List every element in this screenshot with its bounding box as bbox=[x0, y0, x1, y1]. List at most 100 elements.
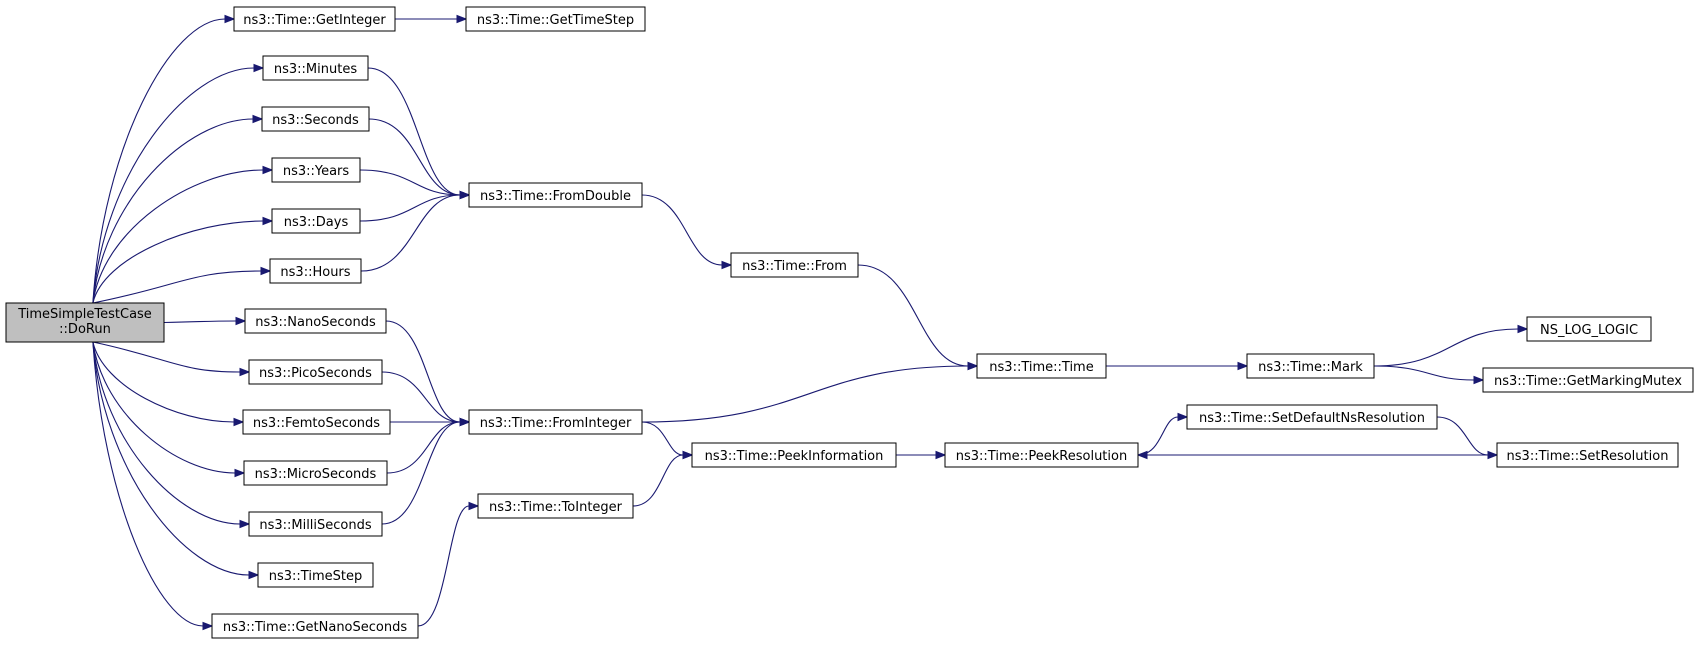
node-peekinformation[interactable]: ns3::Time::PeekInformation bbox=[691, 442, 897, 468]
arrowhead bbox=[459, 417, 471, 427]
node-picoseconds[interactable]: ns3::PicoSeconds bbox=[248, 359, 383, 385]
node-box bbox=[1482, 367, 1694, 393]
node-tointeger[interactable]: ns3::Time::ToInteger bbox=[477, 493, 634, 519]
node-box bbox=[468, 182, 643, 208]
edge-root-to-nanoseconds bbox=[163, 316, 247, 326]
node-gettimestep[interactable]: ns3::Time::GetTimeStep bbox=[465, 6, 646, 32]
node-box bbox=[271, 208, 361, 234]
edge-root-to-getnanoseconds bbox=[92, 341, 214, 631]
node-box bbox=[269, 258, 362, 284]
node-years[interactable]: ns3::Years bbox=[271, 157, 361, 183]
edge-seconds-to-fromdouble bbox=[368, 118, 471, 200]
node-label: ns3::Time::PeekResolution bbox=[956, 449, 1127, 464]
node-label: ns3::Seconds bbox=[272, 113, 359, 128]
arrowhead bbox=[252, 114, 264, 124]
node-label: NS_LOG_LOGIC bbox=[1540, 323, 1638, 338]
node-label: ns3::Time::SetDefaultNsResolution bbox=[1199, 411, 1425, 426]
node-femtoseconds[interactable]: ns3::FemtoSeconds bbox=[242, 409, 391, 435]
node-label: ns3::Time::PeekInformation bbox=[705, 449, 884, 464]
edge-peekresolution-to-setdefaultns bbox=[1137, 412, 1189, 456]
arrowhead bbox=[253, 63, 265, 73]
edge-getnanoseconds-to-tointeger bbox=[417, 501, 480, 627]
node-label: ns3::MicroSeconds bbox=[255, 467, 377, 482]
edge-setdefaultns-to-setresolution bbox=[1436, 416, 1499, 460]
arrowhead bbox=[468, 501, 480, 511]
call-edges bbox=[92, 14, 1529, 631]
arrowhead bbox=[239, 519, 251, 529]
arrowhead bbox=[721, 260, 733, 270]
node-label: ns3::Time::Mark bbox=[1258, 360, 1363, 375]
node-box bbox=[468, 409, 643, 435]
arrowhead bbox=[235, 316, 247, 326]
node-box bbox=[477, 493, 634, 519]
node-peekresolution[interactable]: ns3::Time::PeekResolution bbox=[944, 442, 1139, 468]
node-label: ns3::Time::GetInteger bbox=[243, 13, 386, 28]
node-label: ns3::Years bbox=[283, 164, 350, 179]
node-box bbox=[976, 353, 1107, 379]
edge-nanoseconds-to-frominteger bbox=[385, 320, 471, 427]
arrowhead bbox=[459, 190, 471, 200]
node-label: ns3::Days bbox=[284, 215, 349, 230]
node-getnanoseconds[interactable]: ns3::Time::GetNanoSeconds bbox=[211, 613, 419, 639]
node-label: ns3::TimeStep bbox=[269, 569, 362, 584]
edge-picoseconds-to-frominteger bbox=[381, 371, 471, 427]
edge-root-to-femtoseconds bbox=[92, 341, 245, 427]
node-timestep[interactable]: ns3::TimeStep bbox=[257, 562, 374, 588]
node-hours[interactable]: ns3::Hours bbox=[269, 258, 362, 284]
edge-fromdouble-to-from bbox=[641, 194, 733, 270]
edge-root-to-milliseconds bbox=[92, 341, 251, 529]
node-box bbox=[242, 409, 391, 435]
edge-time-to-mark bbox=[1106, 361, 1249, 371]
arrowhead bbox=[1177, 412, 1189, 422]
node-label: ns3::Time::SetResolution bbox=[1507, 449, 1669, 464]
node-label: ns3::Time::FromDouble bbox=[480, 189, 631, 204]
node-microseconds[interactable]: ns3::MicroSeconds bbox=[243, 460, 388, 486]
node-minutes[interactable]: ns3::Minutes bbox=[262, 55, 369, 81]
node-from[interactable]: ns3::Time::From bbox=[730, 252, 859, 278]
node-setresolution[interactable]: ns3::Time::SetResolution bbox=[1496, 442, 1679, 468]
edge-root-to-getinteger bbox=[92, 14, 236, 304]
edge-root-to-days bbox=[92, 216, 274, 304]
node-mark[interactable]: ns3::Time::Mark bbox=[1246, 353, 1375, 379]
node-getinteger[interactable]: ns3::Time::GetInteger bbox=[233, 6, 396, 32]
edge-frominteger-to-time bbox=[641, 361, 979, 423]
arrowhead bbox=[967, 361, 979, 371]
arrowhead bbox=[682, 450, 694, 460]
node-seconds[interactable]: ns3::Seconds bbox=[261, 106, 370, 132]
edge-from-to-time bbox=[857, 264, 979, 371]
node-label: ns3::Time::GetTimeStep bbox=[477, 13, 634, 28]
node-frominteger[interactable]: ns3::Time::FromInteger bbox=[468, 409, 643, 435]
node-days[interactable]: ns3::Days bbox=[271, 208, 361, 234]
node-milliseconds[interactable]: ns3::MilliSeconds bbox=[248, 511, 383, 537]
node-nslog[interactable]: NS_LOG_LOGIC bbox=[1526, 316, 1652, 342]
edge-root-to-picoseconds bbox=[92, 341, 251, 377]
node-label: ns3::PicoSeconds bbox=[259, 366, 372, 381]
node-box bbox=[244, 308, 387, 334]
node-box bbox=[465, 6, 646, 32]
node-box bbox=[248, 359, 383, 385]
edge-mark-to-getmarkingmutex bbox=[1373, 365, 1485, 385]
node-box bbox=[1496, 442, 1679, 468]
arrowhead bbox=[456, 14, 468, 24]
node-box bbox=[261, 106, 370, 132]
node-label: ns3::Hours bbox=[280, 265, 350, 280]
node-box bbox=[691, 442, 897, 468]
edge-root-to-years bbox=[92, 165, 274, 304]
node-label: ns3::Time::GetNanoSeconds bbox=[223, 620, 408, 635]
node-label: ns3::MilliSeconds bbox=[259, 518, 372, 533]
node-time[interactable]: ns3::Time::Time bbox=[976, 353, 1107, 379]
node-box bbox=[233, 6, 396, 32]
node-root[interactable]: TimeSimpleTestCase::DoRun bbox=[5, 302, 165, 343]
node-nanoseconds[interactable]: ns3::NanoSeconds bbox=[244, 308, 387, 334]
node-fromdouble[interactable]: ns3::Time::FromDouble bbox=[468, 182, 643, 208]
node-setdefaultns[interactable]: ns3::Time::SetDefaultNsResolution bbox=[1186, 404, 1438, 430]
arrowhead bbox=[234, 468, 246, 478]
node-box bbox=[1526, 316, 1652, 342]
edge-tointeger-to-peekinformation bbox=[632, 450, 694, 507]
arrowhead bbox=[935, 450, 947, 460]
node-label: ns3::Time::FromInteger bbox=[480, 416, 632, 431]
edge-setresolution-to-peekresolution bbox=[1136, 450, 1497, 460]
node-box bbox=[944, 442, 1139, 468]
node-getmarkingmutex[interactable]: ns3::Time::GetMarkingMutex bbox=[1482, 367, 1694, 393]
